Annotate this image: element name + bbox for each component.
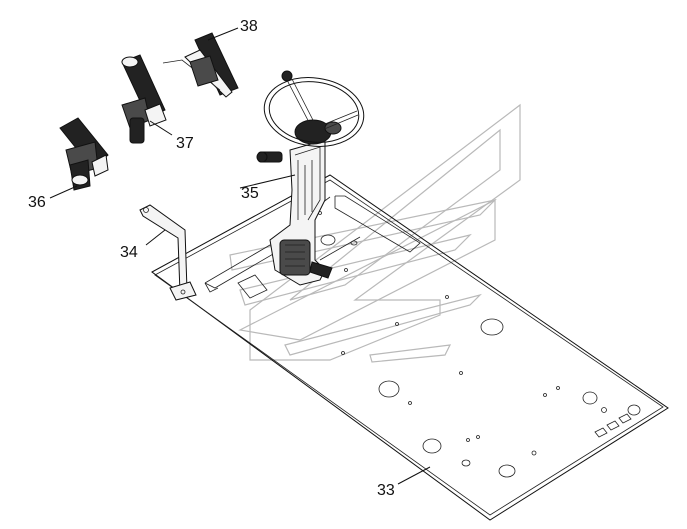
callout-34: 34 (120, 244, 138, 261)
leader-line-38 (207, 27, 239, 41)
plate-hole (461, 459, 471, 467)
plate-hole (498, 464, 516, 478)
support-arm (139, 204, 197, 301)
leader-line-35 (239, 174, 296, 189)
leader-line-34 (145, 229, 166, 246)
callout-33: 33 (377, 482, 395, 499)
steering-wheel (263, 70, 365, 147)
plate-hole (350, 240, 358, 246)
callout-37: 37 (176, 135, 194, 152)
callout-35: 35 (241, 185, 259, 202)
callout-38: 38 (240, 18, 258, 35)
floor-plate (151, 174, 669, 521)
plate-hole (582, 391, 598, 405)
leader-lines (49, 27, 431, 485)
plate-hole (480, 318, 504, 336)
plate-hole (422, 438, 442, 454)
plate-hole (320, 234, 336, 246)
leader-line-37 (149, 120, 173, 136)
plate-hole (378, 380, 400, 398)
pedal-36 (59, 117, 109, 191)
callout-36: 36 (28, 194, 46, 211)
callout-labels: 38 37 36 35 34 33 (28, 18, 395, 499)
watermark-logo-icon (229, 103, 521, 363)
pedal-38 (162, 32, 239, 98)
pedal-37 (121, 54, 167, 144)
leader-line-33 (397, 466, 431, 485)
steering-column (256, 119, 342, 286)
leader-line-36 (49, 185, 78, 199)
plate-hole (627, 404, 641, 416)
